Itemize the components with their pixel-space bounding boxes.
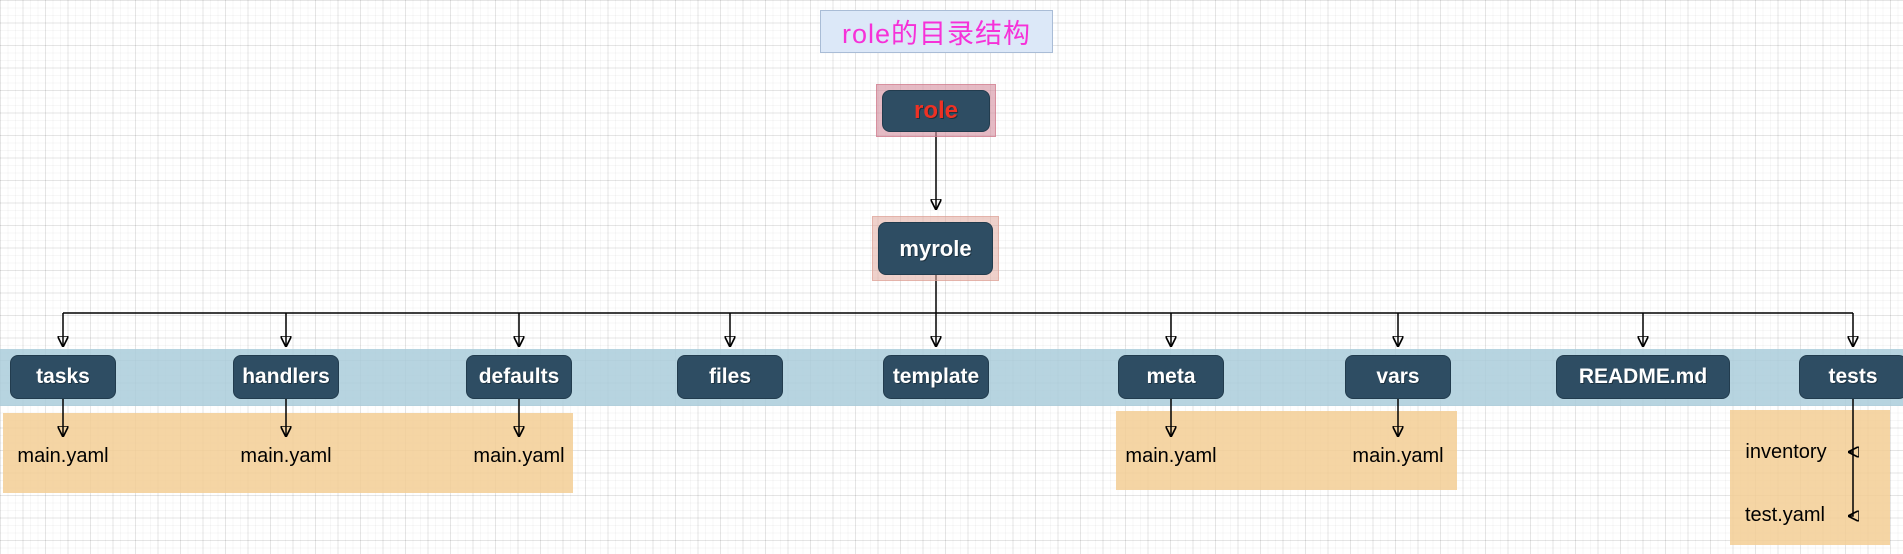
- node-template: template: [883, 355, 989, 399]
- node-tests: tests: [1799, 355, 1903, 399]
- node-tasks: tasks: [10, 355, 116, 399]
- file-label-tests-test-yaml: test.yaml: [1744, 504, 1826, 526]
- node-files: files: [677, 355, 783, 399]
- files-band-tests: [1730, 410, 1890, 545]
- diagram-title: role的目录结构: [820, 10, 1053, 53]
- file-label-defaults-main-yaml: main.yaml: [473, 445, 565, 467]
- node-vars: vars: [1345, 355, 1451, 399]
- node-readme: README.md: [1556, 355, 1730, 399]
- node-meta: meta: [1118, 355, 1224, 399]
- file-label-vars-main-yaml: main.yaml: [1352, 445, 1444, 467]
- file-label-handlers-main-yaml: main.yaml: [240, 445, 332, 467]
- node-myrole: myrole: [878, 222, 993, 275]
- file-label-tasks-main-yaml: main.yaml: [17, 445, 109, 467]
- file-label-tests-inventory: inventory: [1745, 441, 1827, 463]
- files-band-middle: [1116, 411, 1457, 490]
- file-label-meta-main-yaml: main.yaml: [1125, 445, 1217, 467]
- node-role: role: [882, 90, 990, 132]
- node-handlers: handlers: [233, 355, 339, 399]
- node-defaults: defaults: [466, 355, 572, 399]
